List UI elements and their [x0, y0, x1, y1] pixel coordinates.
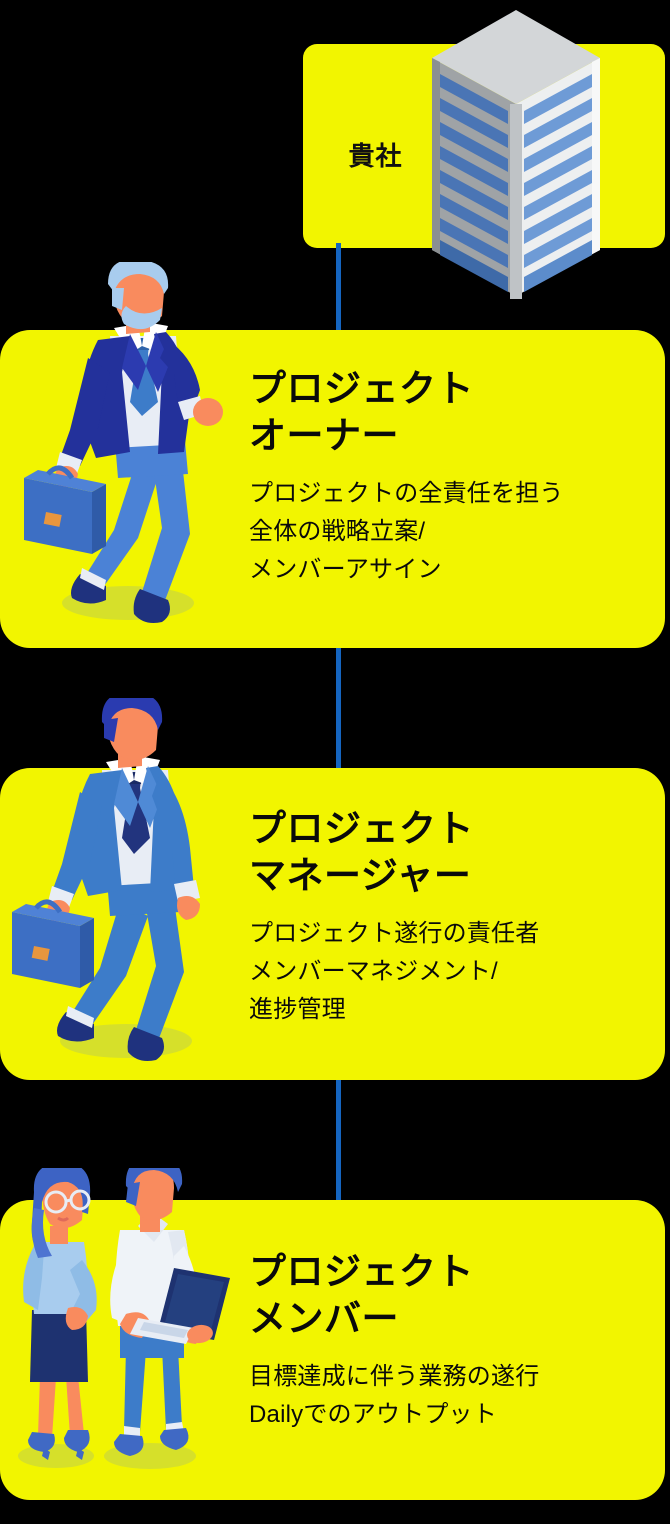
- role-title: プロジェクト メンバー: [249, 1251, 474, 1339]
- role-description: 目標達成に伴う業務の遂行 Dailyでのアウトプット: [249, 1363, 540, 1428]
- connector-owner-to-manager: [336, 645, 341, 773]
- office-building-icon: [424, 0, 614, 310]
- connector-manager-to-member: [336, 1075, 341, 1205]
- role-description: プロジェクト遂行の責任者 メンバーマネジメント/ 進捗管理: [249, 920, 540, 1023]
- role-text-project-member: プロジェクト メンバー 目標達成に伴う業務の遂行 Dailyでのアウトプット: [249, 1248, 661, 1434]
- role-title: プロジェクト オーナー: [249, 368, 474, 456]
- connector-company-to-owner: [336, 243, 341, 343]
- company-label: 貴社: [348, 141, 403, 171]
- role-title: プロジェクト マネージャー: [249, 808, 474, 896]
- role-description: プロジェクトの全責任を担う 全体の戦略立案/ メンバーアサイン: [249, 480, 564, 583]
- role-text-project-manager: プロジェクト マネージャー プロジェクト遂行の責任者 メンバーマネジメント/ 進…: [249, 805, 661, 1029]
- role-text-project-owner: プロジェクト オーナー プロジェクトの全責任を担う 全体の戦略立案/ メンバーア…: [249, 365, 661, 589]
